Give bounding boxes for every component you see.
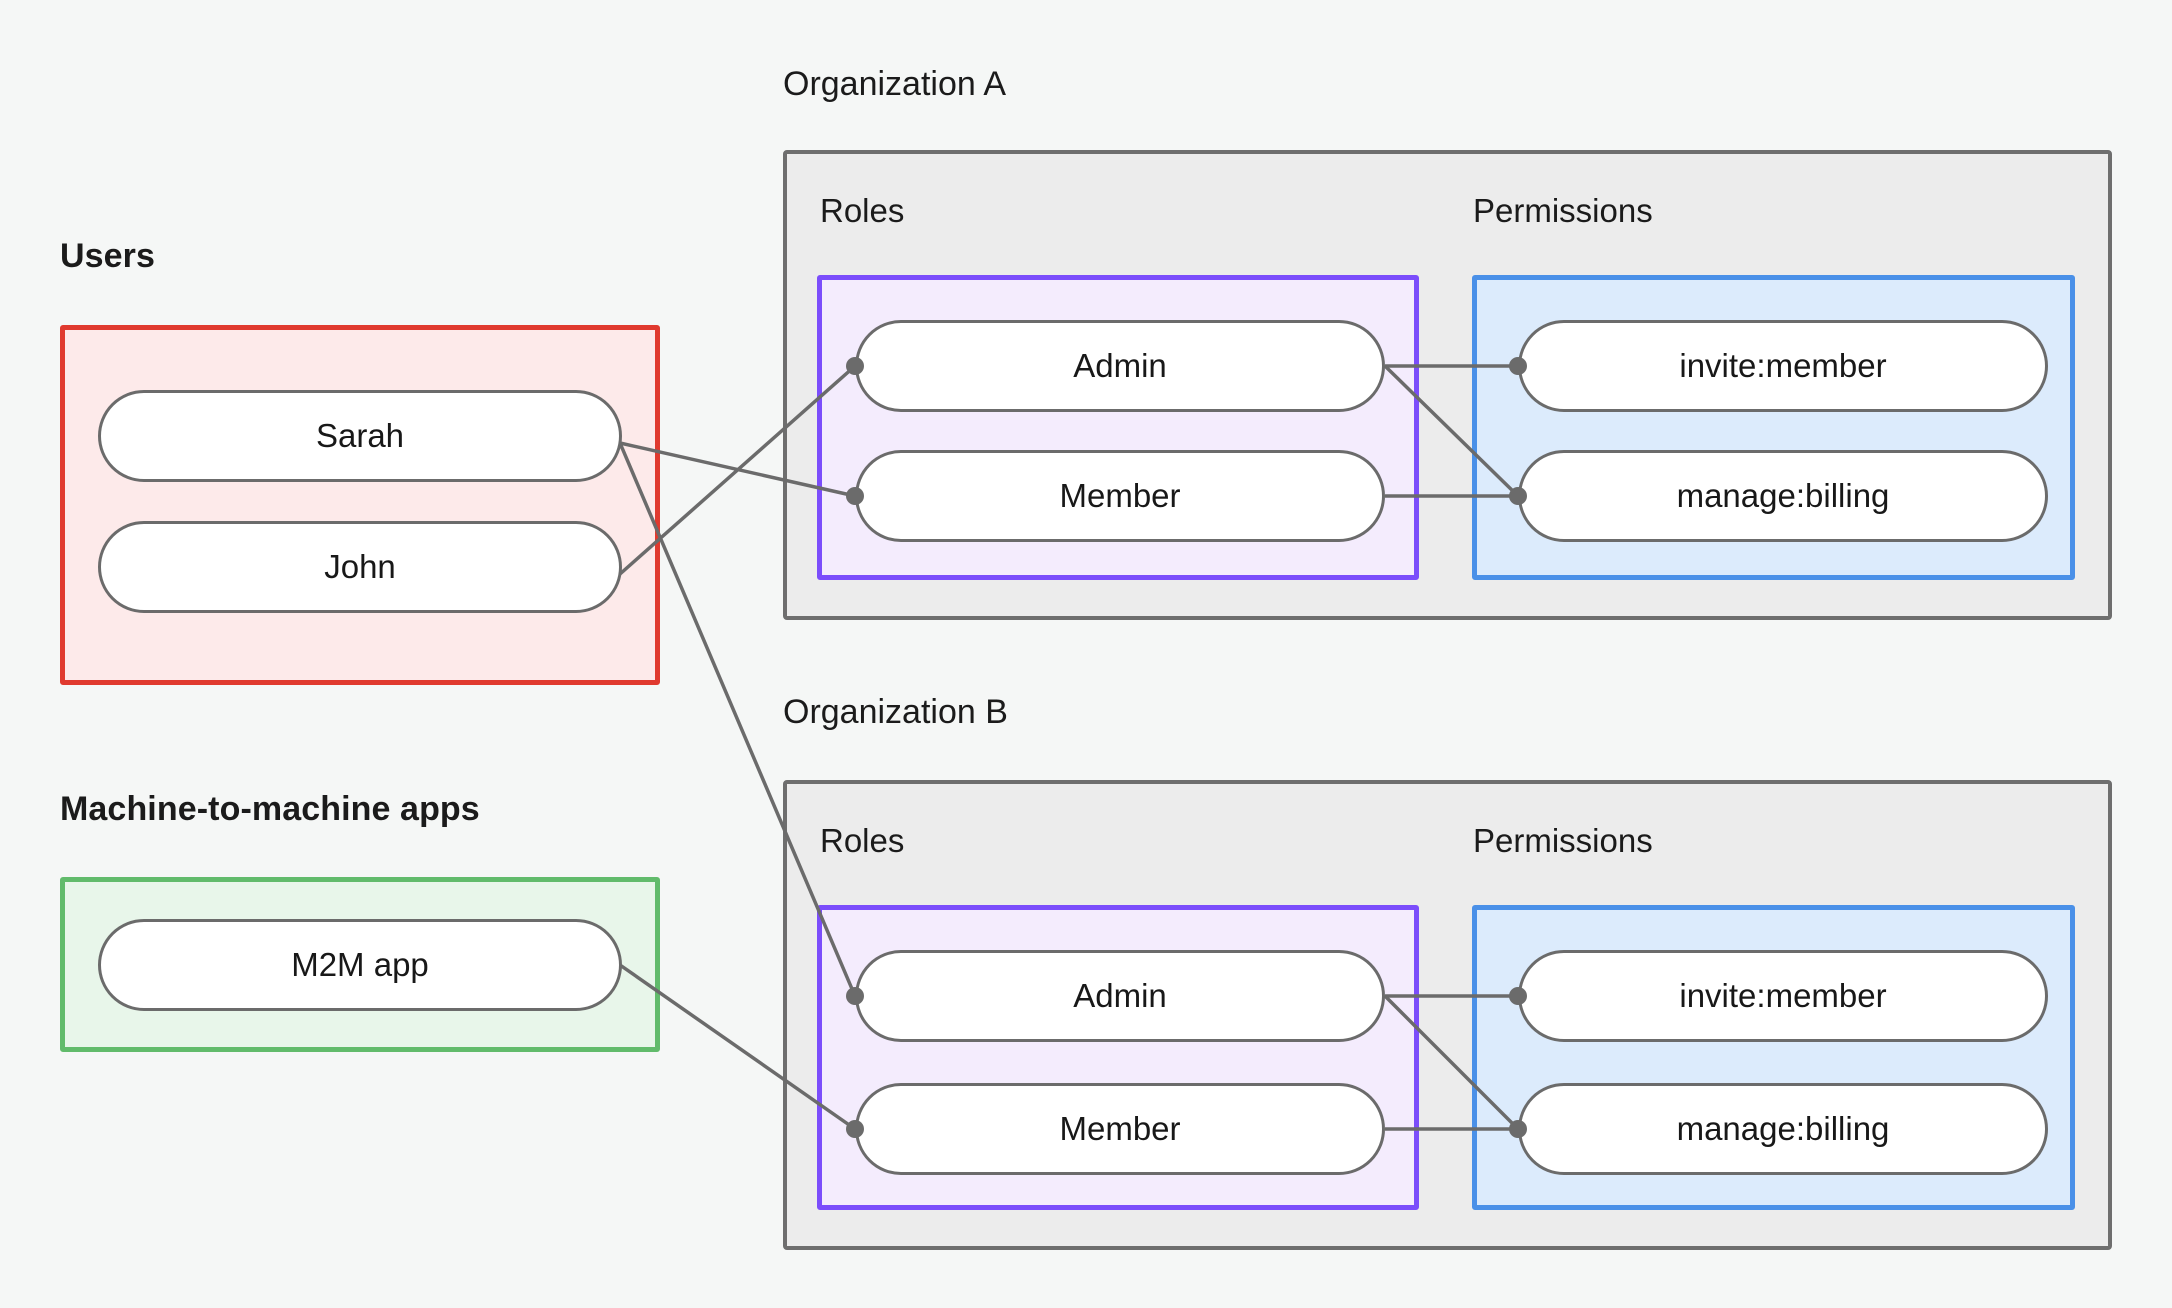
port-dot-org-a-invite-in xyxy=(1509,357,1527,375)
node-org-a-role-admin[interactable]: Admin xyxy=(855,320,1385,412)
node-org-b-perm-manage-billing[interactable]: manage:billing xyxy=(1518,1083,2048,1175)
node-m2m-app[interactable]: M2M app xyxy=(98,919,622,1011)
port-dot-org-a-member-in xyxy=(846,487,864,505)
org-a-roles-label: Roles xyxy=(820,192,905,229)
org-a-permissions-label: Permissions xyxy=(1473,192,1653,229)
org-b-permissions-label: Permissions xyxy=(1473,822,1653,859)
port-dot-org-b-invite-in xyxy=(1509,987,1527,1005)
node-org-a-role-member[interactable]: Member xyxy=(855,450,1385,542)
users-group-box xyxy=(60,325,660,685)
node-org-b-role-member[interactable]: Member xyxy=(855,1083,1385,1175)
org-b-roles-label: Roles xyxy=(820,822,905,859)
node-org-b-role-admin[interactable]: Admin xyxy=(855,950,1385,1042)
port-dot-org-b-billing-in xyxy=(1509,1120,1527,1138)
node-user-sarah[interactable]: Sarah xyxy=(98,390,622,482)
node-org-a-perm-manage-billing[interactable]: manage:billing xyxy=(1518,450,2048,542)
port-dot-org-a-billing-in xyxy=(1509,487,1527,505)
port-dot-org-a-admin-in xyxy=(846,357,864,375)
port-dot-org-b-admin-in xyxy=(846,987,864,1005)
org-a-title: Organization A xyxy=(783,65,1007,103)
node-user-john[interactable]: John xyxy=(98,521,622,613)
org-b-title: Organization B xyxy=(783,693,1008,731)
port-dot-org-b-member-in xyxy=(846,1120,864,1138)
node-org-a-perm-invite-member[interactable]: invite:member xyxy=(1518,320,2048,412)
node-org-b-perm-invite-member[interactable]: invite:member xyxy=(1518,950,2048,1042)
users-section-title: Users xyxy=(60,237,156,275)
m2m-section-title: Machine-to-machine apps xyxy=(60,790,480,828)
